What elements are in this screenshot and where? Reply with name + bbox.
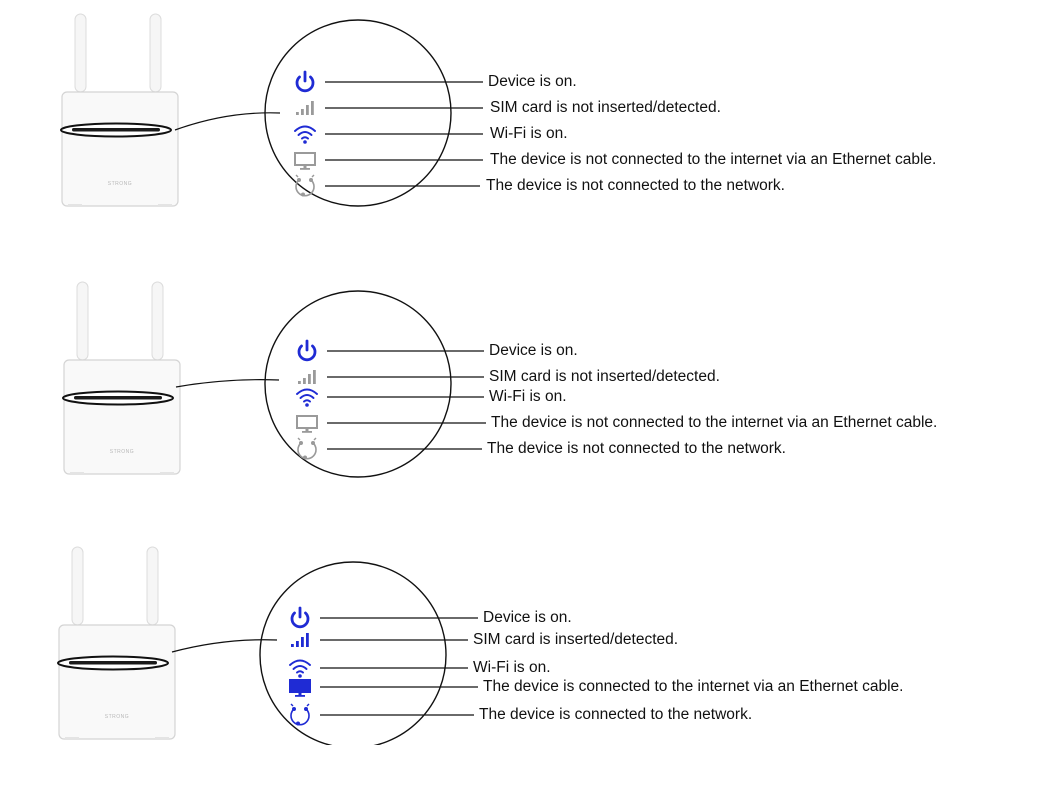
status-panel: STRONG Device is on. SIM card is inserted/…	[0, 545, 1049, 745]
status-label: Wi-Fi is on.	[490, 125, 568, 142]
monitor-icon	[289, 679, 311, 697]
status-label: Device is on.	[483, 609, 572, 626]
status-panel-graphic: STRONG	[60, 13, 483, 207]
led-bar	[72, 128, 160, 132]
monitor-icon	[294, 152, 316, 170]
status-panel-graphic: STRONG	[62, 281, 486, 478]
status-row	[289, 679, 478, 697]
wifi-icon	[294, 125, 316, 144]
wifi-icon	[289, 659, 311, 678]
signal-bars-icon	[291, 633, 309, 647]
status-label: SIM card is not inserted/detected.	[490, 99, 721, 116]
callout-leader-line	[171, 639, 278, 653]
antenna-right	[146, 546, 159, 626]
network-icon	[290, 703, 310, 726]
status-row	[291, 633, 468, 647]
status-row	[295, 70, 483, 93]
status-row	[297, 339, 484, 362]
router-illustration: STRONG	[60, 13, 179, 207]
status-row	[294, 125, 483, 144]
status-row	[290, 606, 478, 629]
led-bar	[74, 396, 162, 400]
led-bar	[69, 661, 157, 665]
status-label: The device is not connected to the inter…	[491, 414, 938, 431]
status-label: Device is on.	[488, 73, 577, 90]
brand-logo: STRONG	[108, 181, 132, 187]
router-illustration: STRONG	[62, 281, 181, 475]
power-icon	[295, 70, 315, 93]
status-panel: STRONG Device is on. SIM card is not inser…	[0, 10, 1049, 210]
callout-leader-line	[175, 379, 280, 388]
antenna-left	[74, 13, 87, 93]
status-row	[298, 370, 484, 384]
status-label: The device is connected to the network.	[479, 706, 753, 723]
status-label: The device is connected to the internet …	[483, 678, 904, 695]
status-label: Wi-Fi is on.	[489, 388, 567, 405]
status-label: Device is on.	[489, 342, 578, 359]
callout-leader-line	[174, 112, 281, 131]
status-row	[297, 437, 482, 460]
signal-bars-icon	[296, 101, 314, 115]
status-row	[290, 703, 474, 726]
router-illustration: STRONG	[57, 546, 176, 740]
power-icon	[290, 606, 310, 629]
magnifier-circle	[259, 561, 447, 745]
status-panel: STRONG Device is on. SIM card is not inser…	[0, 280, 1049, 480]
status-row	[294, 152, 483, 170]
brand-logo: STRONG	[105, 714, 129, 720]
antenna-right	[149, 13, 162, 93]
router-body	[61, 91, 179, 207]
status-label: SIM card is inserted/detected.	[473, 631, 679, 648]
status-panel-graphic: STRONG	[57, 546, 478, 745]
status-label: The device is not connected to the netwo…	[486, 177, 785, 194]
status-row	[295, 174, 480, 197]
magnifier-circle	[264, 290, 452, 478]
network-icon	[297, 437, 317, 460]
status-row	[296, 101, 483, 115]
antenna-left	[76, 281, 89, 361]
antenna-left	[71, 546, 84, 626]
status-row	[289, 659, 468, 678]
status-label: SIM card is not inserted/detected.	[489, 368, 720, 385]
antenna-right	[151, 281, 164, 361]
status-row	[296, 388, 484, 407]
status-label: The device is not connected to the inter…	[490, 151, 937, 168]
network-icon	[295, 174, 315, 197]
signal-bars-icon	[298, 370, 316, 384]
wifi-icon	[296, 388, 318, 407]
status-row	[296, 415, 486, 433]
power-icon	[297, 339, 317, 362]
router-body	[58, 624, 176, 740]
status-label: The device is not connected to the netwo…	[487, 440, 786, 457]
magnifier-circle	[264, 19, 452, 207]
brand-logo: STRONG	[110, 449, 134, 455]
monitor-icon	[296, 415, 318, 433]
status-label: Wi-Fi is on.	[473, 659, 551, 676]
router-body	[63, 359, 181, 475]
